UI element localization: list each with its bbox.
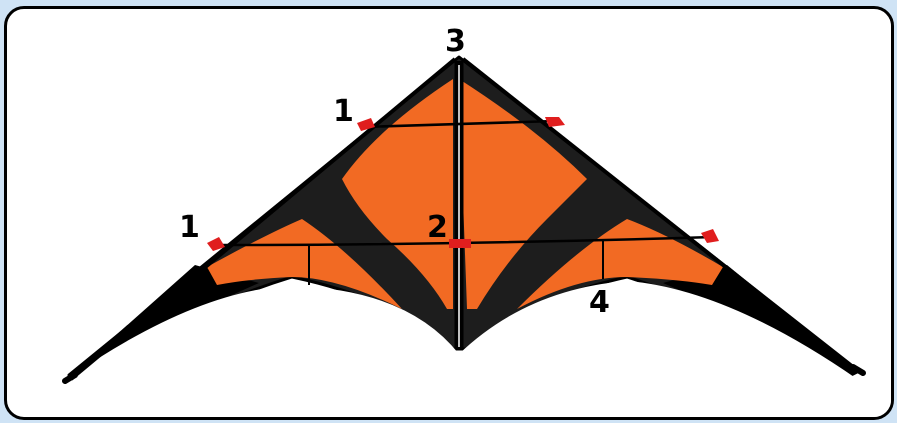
label-lower-left-connector: 1: [179, 210, 200, 245]
label-nose: 3: [445, 24, 466, 59]
label-upper-left-connector: 1: [333, 94, 354, 129]
label-standoff: 4: [589, 285, 610, 320]
lower-right-connector: [701, 229, 719, 243]
center-tee-connector: [449, 239, 471, 248]
diagram-frame: 3 1 1 2 4: [4, 6, 894, 420]
label-center-tee: 2: [427, 210, 448, 245]
kite-diagram: 3 1 1 2 4: [7, 9, 891, 417]
